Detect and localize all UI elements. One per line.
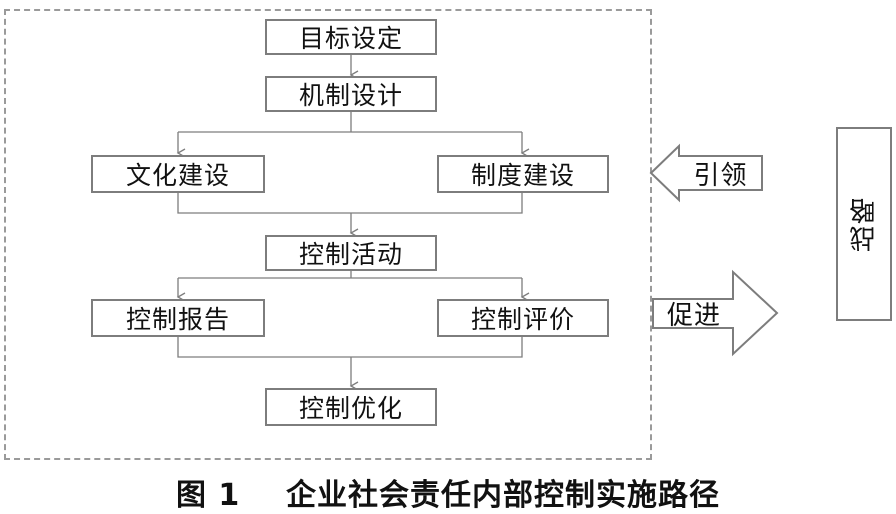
strategy-label: 战略 xyxy=(849,196,880,252)
lead-label: 引领 xyxy=(693,160,748,191)
control-optimization-box: 控制优化 xyxy=(265,388,437,426)
culture-building-box: 文化建设 xyxy=(91,155,265,193)
connector-merge-bar-1 xyxy=(177,193,523,214)
connector-merge-bar-2 xyxy=(177,337,523,358)
mechanism-design-box: 机制设计 xyxy=(265,76,437,112)
system-building-box: 制度建设 xyxy=(437,155,609,193)
figure-caption: 图 1 企业社会责任内部控制实施路径 xyxy=(175,478,721,513)
control-activities-box: 控制活动 xyxy=(265,235,437,271)
lead-arrow xyxy=(649,143,763,203)
control-evaluation-box: 控制评价 xyxy=(437,299,609,337)
dashed-frame xyxy=(4,9,652,460)
goal-setting-box: 目标设定 xyxy=(265,19,437,55)
promote-label: 促进 xyxy=(666,301,721,331)
strategy-box: 战略 xyxy=(836,127,892,321)
control-report-box: 控制报告 xyxy=(91,299,265,337)
promote-arrow xyxy=(652,269,779,357)
